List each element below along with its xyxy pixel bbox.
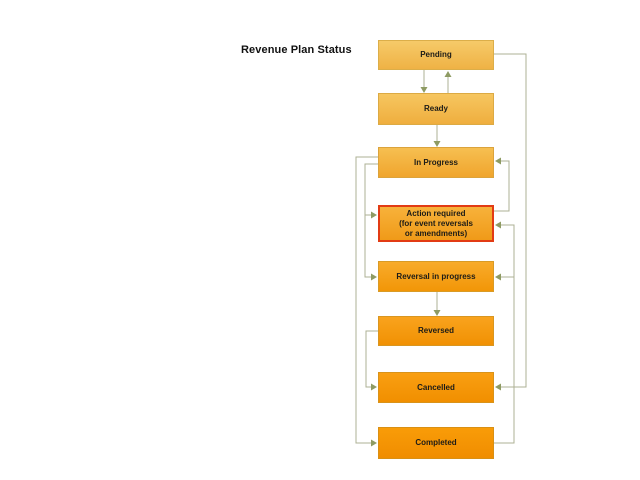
arrowhead-left-icon <box>495 383 501 391</box>
arrowhead-up-icon <box>444 71 452 77</box>
arrowhead-left-icon <box>495 157 501 165</box>
arrowhead-down-icon <box>420 87 428 93</box>
node-reversed: Reversed <box>378 316 494 346</box>
connector-inprogress-actionrequired-reversal <box>364 163 378 278</box>
arrowhead-down-icon <box>433 141 441 147</box>
arrowhead-left-icon <box>495 273 501 281</box>
arrowhead-right-icon <box>371 211 377 219</box>
connector-pending-cancelled <box>494 53 527 388</box>
node-reversal-in-progress: Reversal in progress <box>378 261 494 292</box>
arrowhead-right-icon <box>371 383 377 391</box>
connector-reversed-cancelled <box>365 330 378 388</box>
node-completed: Completed <box>378 427 494 459</box>
connector-inprogress-completed <box>355 156 378 444</box>
node-action-required: Action required (for event reversals or … <box>378 205 494 242</box>
connector-completed-actionrequired-reversal <box>494 224 515 444</box>
connector-actionrequired-inprogress <box>494 160 510 212</box>
diagram-title: Revenue Plan Status <box>241 44 352 56</box>
node-pending: Pending <box>378 40 494 70</box>
node-ready: Ready <box>378 93 494 125</box>
arrowhead-down-icon <box>433 310 441 316</box>
arrowhead-right-icon <box>371 439 377 447</box>
node-cancelled: Cancelled <box>378 372 494 403</box>
arrowhead-right-icon <box>371 273 377 281</box>
arrowhead-left-icon <box>495 221 501 229</box>
node-in-progress: In Progress <box>378 147 494 178</box>
